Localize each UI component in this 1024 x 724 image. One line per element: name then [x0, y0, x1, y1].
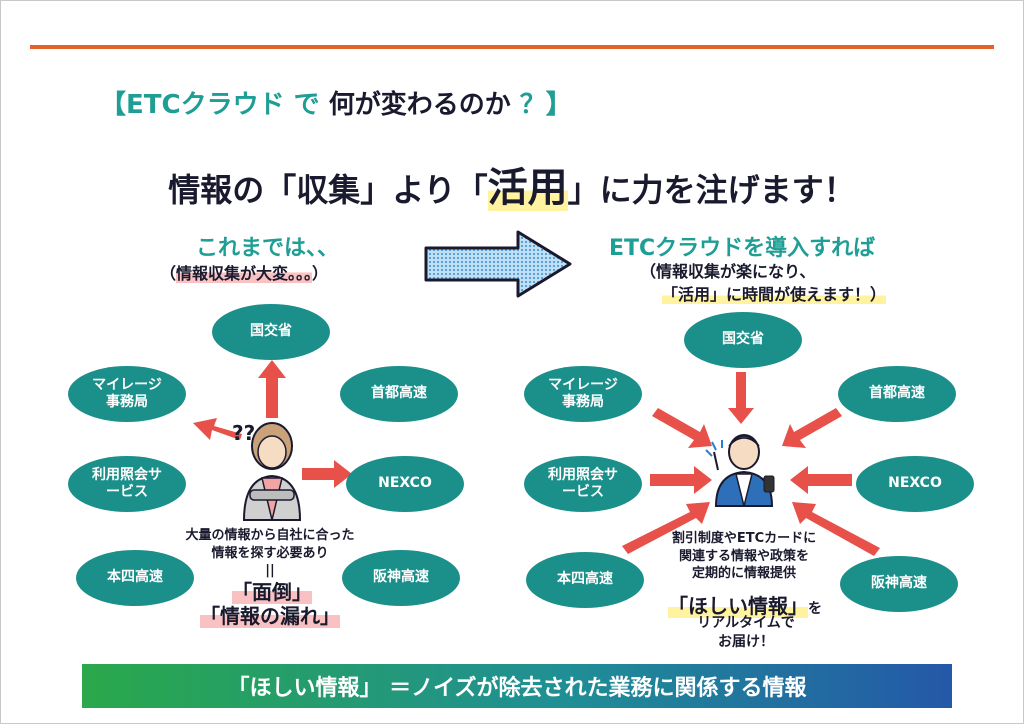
right-node-nexco: NEXCO	[856, 456, 974, 512]
right-delivery: リアルタイムで お届け！	[697, 615, 795, 650]
right-note-line1: （情報収集が楽になり、	[640, 262, 816, 281]
left-title: これまでは、、	[196, 236, 340, 261]
right-arrows	[622, 372, 880, 556]
right-node-hanshin: 阪神高速	[840, 556, 958, 612]
left-description: 大量の情報から自社に合った 情報を探す必要あり ||	[185, 528, 355, 579]
svg-text:??: ??	[232, 421, 255, 445]
troubled-person-illustration: ??	[232, 421, 302, 521]
transition-arrow	[424, 230, 572, 298]
headline-emphasis: 活用	[487, 165, 568, 211]
left-node-mileage: マイレージ事務局	[68, 366, 186, 422]
right-node-inquiry: 利用照会サービス	[524, 456, 642, 512]
left-node-nexco: NEXCO	[346, 456, 464, 512]
footer-definition-bar: 「ほしい情報」 ＝ノイズが除去された業務に関係する情報	[82, 664, 952, 708]
left-node-inquiry: 利用照会サービス	[68, 456, 186, 512]
left-result-hassle: 「面倒」	[232, 580, 312, 604]
right-want-info: 「ほしい情報」を	[668, 594, 822, 618]
right-node-honshi: 本四高速	[526, 552, 644, 608]
right-title: ETCクラウドを導入すれば	[609, 236, 876, 261]
left-result-omission: 「情報の漏れ」	[200, 604, 340, 628]
right-description: 割引制度やETCカードに 関連する情報や政策を 定期的に情報提供	[671, 531, 817, 582]
left-node-mlit: 国交省	[212, 304, 330, 360]
left-node-hanshin: 阪神高速	[342, 550, 460, 606]
headline: 情報の「収集」より「活用」に力を注げます！	[168, 165, 856, 211]
right-note-line2: 「活用」に時間が使えます！）	[662, 285, 887, 304]
slide-header: 【ETCクラウド で 何が変わるのか ？】	[100, 90, 572, 120]
left-note: （情報収集が大変。。。）	[160, 264, 329, 283]
top-accent-line	[30, 45, 994, 49]
happy-person-illustration	[705, 434, 775, 507]
right-node-shutoko: 首都高速	[838, 366, 956, 422]
left-node-shutoko: 首都高速	[340, 366, 458, 422]
left-node-honshi: 本四高速	[76, 550, 194, 606]
right-node-mileage: マイレージ事務局	[524, 366, 642, 422]
left-arrows	[193, 360, 352, 488]
right-node-mlit: 国交省	[684, 312, 802, 368]
